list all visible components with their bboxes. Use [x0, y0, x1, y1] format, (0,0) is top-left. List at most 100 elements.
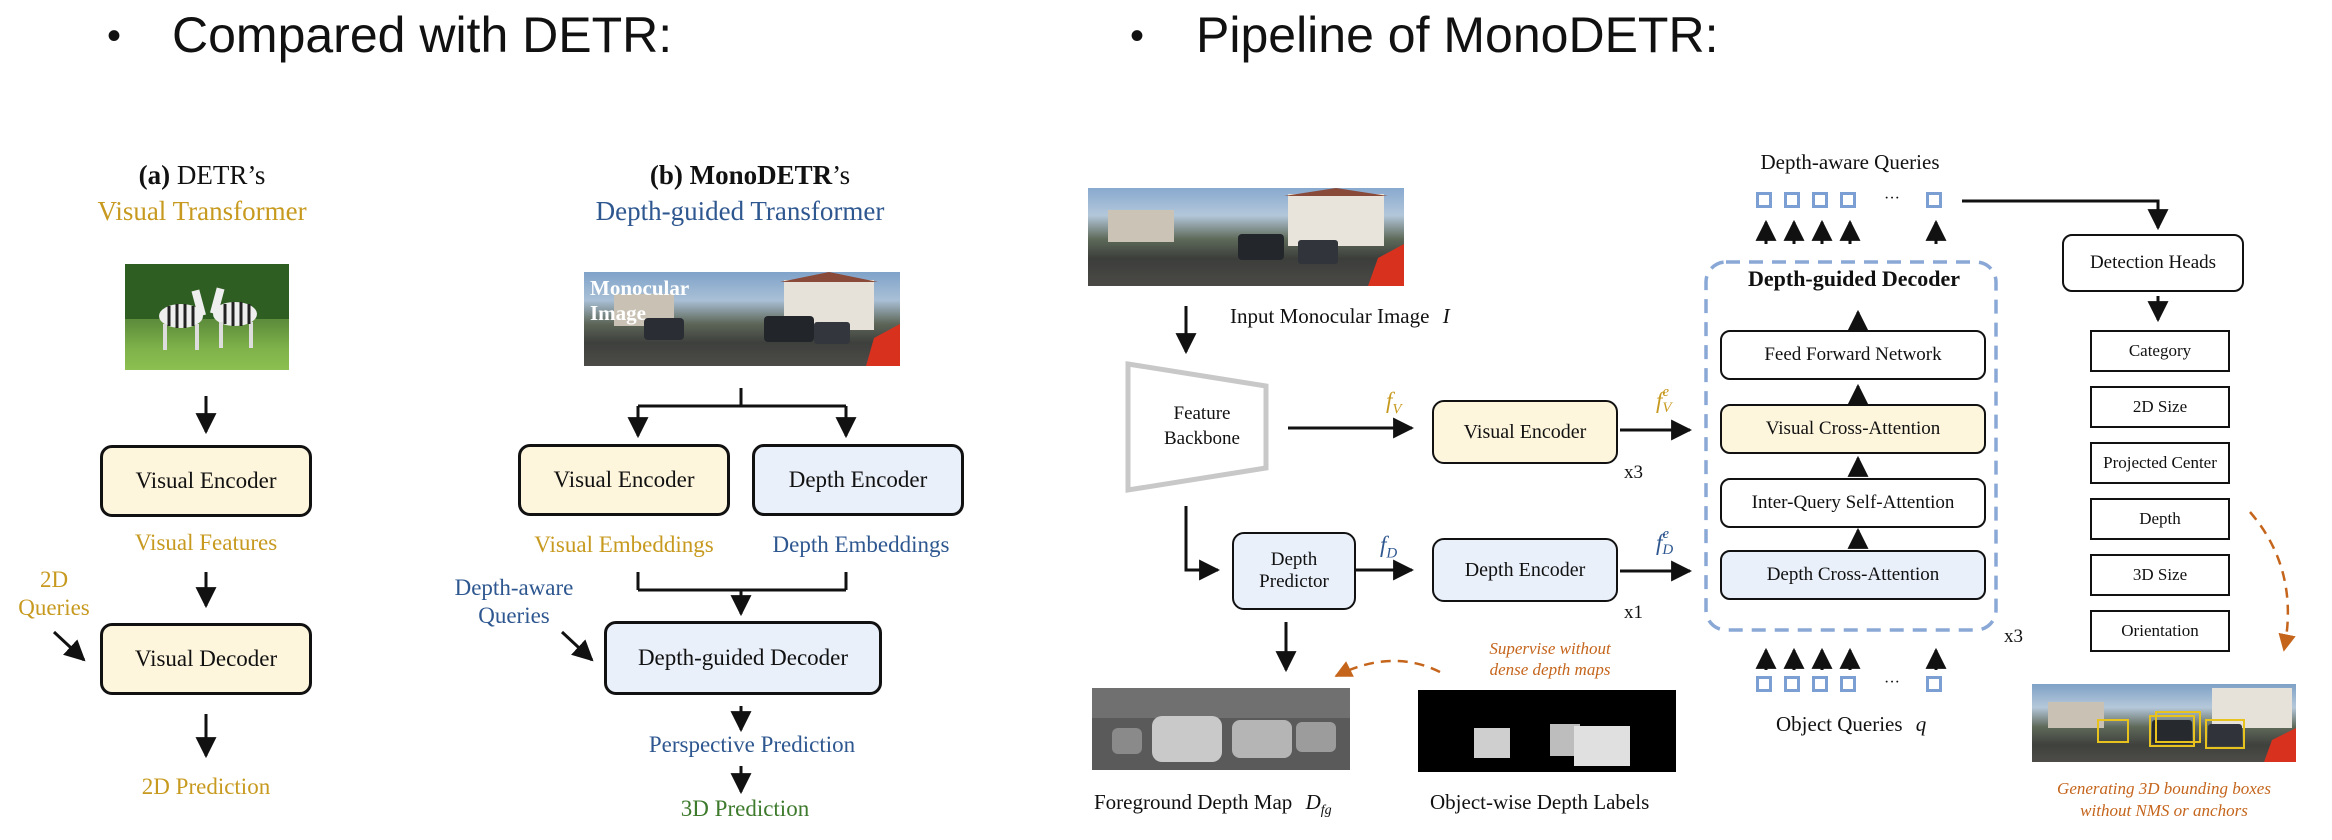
fde-sup: e — [1662, 526, 1670, 542]
bullet-right: • — [1130, 14, 1145, 58]
query-square — [1812, 192, 1828, 208]
b-depth-guided-decoder: Depth-guided Decoder — [604, 621, 882, 695]
b-perspective-prediction: Perspective Prediction — [648, 732, 856, 757]
query-dots-top: ··· — [1884, 190, 1900, 207]
detection-heads: Detection Heads — [2062, 234, 2244, 292]
fd-label: fD — [1380, 532, 1397, 563]
object-query-square — [1926, 676, 1942, 692]
a-prefix: (a) — [138, 160, 171, 190]
decoder-container — [1704, 260, 1998, 632]
input-image-label: Input Monocular Image I — [1230, 304, 1450, 329]
object-query-square — [1784, 676, 1800, 692]
head-3d-size: 3D Size — [2090, 554, 2230, 596]
b-prefix: (b) — [649, 160, 683, 190]
feature-backbone-shape — [1125, 361, 1269, 493]
b-depth-aware-queries: Depth-aware Queries — [454, 575, 574, 628]
fv-f: f — [1386, 388, 1393, 413]
zebra-image — [125, 264, 289, 370]
heading-right: Pipeline of MonoDETR: — [1196, 7, 1719, 63]
depth-encoder-repeat: x1 — [1624, 602, 1643, 623]
detection-result-image — [2032, 684, 2296, 762]
fg-map-symbol: D — [1305, 790, 1321, 814]
head-category: Category — [2090, 330, 2230, 372]
object-queries-symbol: q — [1915, 712, 1927, 736]
bullet-left: • — [107, 14, 122, 58]
query-square — [1840, 192, 1856, 208]
a-visual-encoder: Visual Encoder — [100, 445, 312, 517]
input-image — [1088, 188, 1404, 286]
street-scene-icon — [614, 272, 900, 366]
a-subtitle: Visual Transformer — [97, 196, 307, 226]
depth-aware-queries-label: Depth-aware Queries — [1760, 150, 1940, 174]
b-title: (b) MonoDETR’s — [650, 160, 850, 191]
depth-map-icon — [1092, 688, 1350, 770]
decoder-title: Depth-guided Decoder — [1747, 266, 1961, 291]
object-query-square — [1812, 676, 1828, 692]
feature-backbone-label: Feature Backbone — [1164, 403, 1240, 449]
query-dots-bottom: ··· — [1884, 674, 1900, 691]
head-projected-center: Projected Center — [2090, 442, 2230, 484]
fv-sub: V — [1392, 401, 1402, 418]
fv-label: fV — [1386, 388, 1402, 419]
foreground-depth-map — [1092, 688, 1350, 770]
decoder-layer-depth-cross-attention: Depth Cross-Attention — [1720, 550, 1986, 600]
street-scene-icon — [1108, 188, 1404, 286]
3d-boxes-icon — [2048, 688, 2296, 762]
b-name-suffix: ’s — [832, 160, 851, 190]
depth-predictor: Depth Predictor — [1232, 532, 1356, 610]
fve-f: f — [1656, 388, 1663, 413]
decoder-repeat: x3 — [2004, 626, 2023, 647]
input-image-symbol: I — [1442, 304, 1450, 328]
object-depth-labels-image — [1418, 690, 1676, 772]
head-depth: Depth — [2090, 498, 2230, 540]
b-street-image: Monocular Image — [584, 272, 900, 366]
a-visual-decoder: Visual Decoder — [100, 623, 312, 695]
decoder-layer-ffn: Feed Forward Network — [1720, 330, 1986, 380]
fg-map-label: Foreground Depth Map Dfg — [1094, 790, 1332, 819]
heading-left: Compared with DETR: — [172, 7, 673, 63]
fve-sub: V — [1662, 400, 1672, 416]
object-queries-label: Object Queries q — [1776, 712, 1926, 737]
head-orientation: Orientation — [2090, 610, 2230, 652]
a-2d-queries: 2D Queries — [18, 567, 90, 620]
fd-sub: D — [1386, 545, 1398, 562]
pipeline-depth-encoder: Depth Encoder — [1432, 538, 1618, 602]
a-title: (a) DETR’s — [139, 160, 266, 191]
object-queries-text: Object Queries — [1776, 712, 1903, 736]
b-subtitle: Depth-guided Transformer — [595, 196, 885, 226]
decoder-layer-visual-cross-attention: Visual Cross-Attention — [1720, 404, 1986, 454]
b-visual-encoder: Visual Encoder — [518, 444, 730, 516]
b-visual-embeddings: Visual Embeddings — [534, 532, 714, 557]
fde-sub: D — [1662, 542, 1674, 558]
object-query-square — [1756, 676, 1772, 692]
query-square — [1756, 192, 1772, 208]
b-image-caption: Monocular Image — [590, 276, 690, 326]
pipeline-visual-encoder: Visual Encoder — [1432, 400, 1618, 464]
object-depth-labels: Object-wise Depth Labels — [1430, 790, 1650, 814]
fd-f: f — [1380, 532, 1387, 557]
head-2d-size: 2D Size — [2090, 386, 2230, 428]
fg-map-sub: fg — [1320, 803, 1332, 819]
query-square — [1784, 192, 1800, 208]
generating-note: Generating 3D bounding boxes without NMS… — [2057, 779, 2271, 821]
b-3d-prediction: 3D Prediction — [680, 796, 810, 821]
a-visual-features: Visual Features — [134, 530, 278, 555]
b-depth-embeddings: Depth Embeddings — [772, 532, 950, 557]
a-name: DETR’s — [176, 160, 266, 190]
supervise-note: Supervise without dense depth maps — [1489, 639, 1611, 680]
object-query-square — [1840, 676, 1856, 692]
fg-map-text: Foreground Depth Map — [1094, 790, 1293, 814]
zebra-icon — [125, 264, 289, 350]
decoder-layer-self-attention: Inter-Query Self-Attention — [1720, 478, 1986, 528]
b-name: MonoDETR — [689, 160, 833, 190]
fde-f: f — [1656, 530, 1663, 555]
b-depth-encoder: Depth Encoder — [752, 444, 964, 516]
fve-sup: e — [1662, 384, 1670, 400]
a-2d-prediction: 2D Prediction — [141, 774, 271, 799]
visual-encoder-repeat: x3 — [1624, 462, 1643, 483]
input-image-text: Input Monocular Image — [1230, 304, 1430, 328]
depth-labels-icon — [1418, 690, 1676, 772]
